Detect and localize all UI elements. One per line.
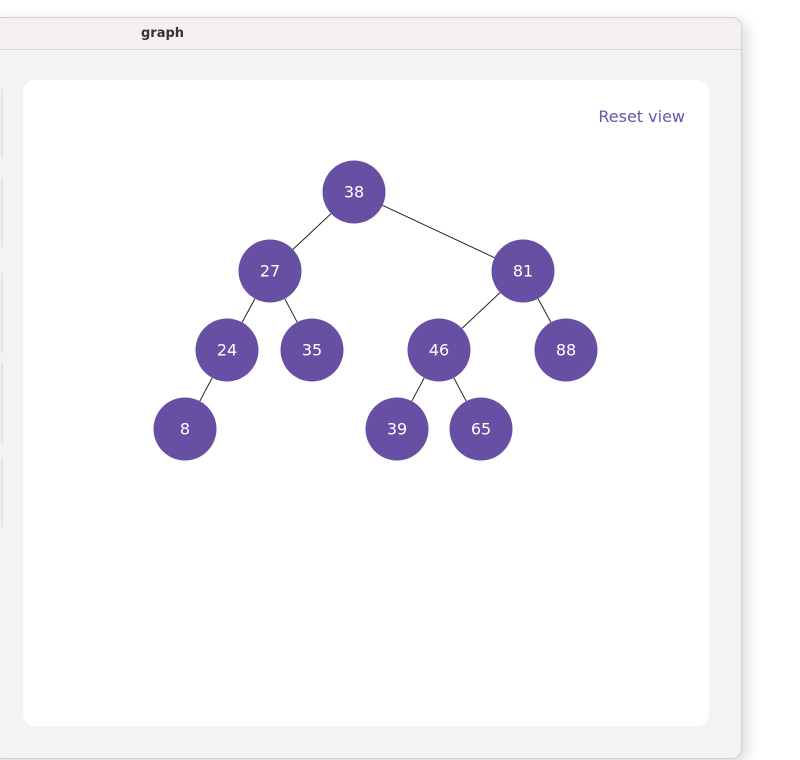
node-38[interactable]: 38 [322, 160, 386, 224]
node-label: 8 [180, 420, 190, 439]
node-label: 81 [513, 262, 533, 281]
node-circle[interactable] [153, 397, 217, 461]
sidebar-edge [1, 273, 3, 353]
node-circle[interactable] [322, 160, 386, 224]
edge-27-35 [284, 298, 298, 323]
node-circle[interactable] [365, 397, 429, 461]
node-39[interactable]: 39 [365, 397, 429, 461]
node-circle[interactable] [449, 397, 513, 461]
edge-27-24 [241, 298, 256, 323]
node-46[interactable]: 46 [407, 318, 471, 382]
sidebar-edge [1, 88, 3, 158]
node-65[interactable]: 65 [449, 397, 513, 461]
edge-38-81 [382, 204, 495, 259]
window-title: graph [141, 26, 185, 41]
node-label: 27 [260, 262, 280, 281]
node-8[interactable]: 8 [153, 397, 217, 461]
node-81[interactable]: 81 [491, 239, 555, 303]
node-label: 24 [217, 341, 237, 360]
node-27[interactable]: 27 [238, 239, 302, 303]
title-bar: graph [0, 18, 741, 50]
node-circle[interactable] [238, 239, 302, 303]
node-circle[interactable] [491, 239, 555, 303]
node-35[interactable]: 35 [280, 318, 344, 382]
node-circle[interactable] [534, 318, 598, 382]
node-label: 39 [387, 420, 407, 439]
node-circle[interactable] [407, 318, 471, 382]
edges-layer [199, 204, 552, 402]
node-label: 38 [344, 183, 364, 202]
edge-81-46 [461, 292, 501, 329]
node-label: 88 [556, 341, 576, 360]
edge-38-27 [292, 213, 332, 250]
node-label: 65 [471, 420, 491, 439]
sidebar-edge [1, 363, 3, 443]
edge-46-39 [411, 377, 425, 402]
reset-view-button[interactable]: Reset view [598, 107, 685, 126]
sidebar-edge [1, 178, 3, 248]
node-24[interactable]: 24 [195, 318, 259, 382]
node-88[interactable]: 88 [534, 318, 598, 382]
edge-46-65 [453, 377, 467, 402]
node-circle[interactable] [280, 318, 344, 382]
node-label: 46 [429, 341, 449, 360]
node-label: 35 [302, 341, 322, 360]
node-circle[interactable] [195, 318, 259, 382]
edge-24-8 [199, 377, 213, 402]
sidebar-edge [1, 458, 3, 528]
edge-81-88 [537, 298, 552, 323]
